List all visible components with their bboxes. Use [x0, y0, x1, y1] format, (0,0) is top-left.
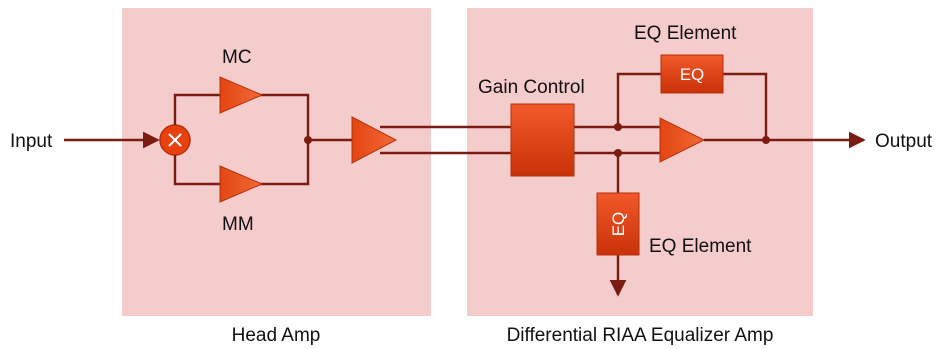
differential-driver-amplifier-icon [351, 116, 398, 164]
head-amp-panel [122, 8, 431, 316]
eq-block-top-label: EQ [680, 65, 705, 84]
mc-amplifier-icon [219, 76, 264, 114]
mm-amplifier-icon [219, 165, 264, 203]
riaa-amp-caption: Differential RIAA Equalizer Amp [507, 325, 774, 346]
gain-control-block [510, 103, 575, 177]
eq-block-bottom-label: EQ [609, 212, 628, 237]
riaa-amplifier-icon [659, 117, 706, 163]
mc-label: MC [222, 47, 252, 68]
eq-element-top-label: EQ Element [634, 23, 737, 44]
eq-element-top-block [660, 54, 724, 94]
gain-control-label: Gain Control [478, 77, 585, 98]
mm-label: MM [222, 214, 254, 235]
eq-element-bottom-label: EQ Element [649, 236, 752, 257]
output-label: Output [875, 131, 933, 152]
input-selector-switch [159, 124, 191, 156]
eq-element-bottom-block [596, 192, 640, 256]
head-amp-caption: Head Amp [232, 325, 321, 346]
input-label: Input [10, 131, 53, 152]
